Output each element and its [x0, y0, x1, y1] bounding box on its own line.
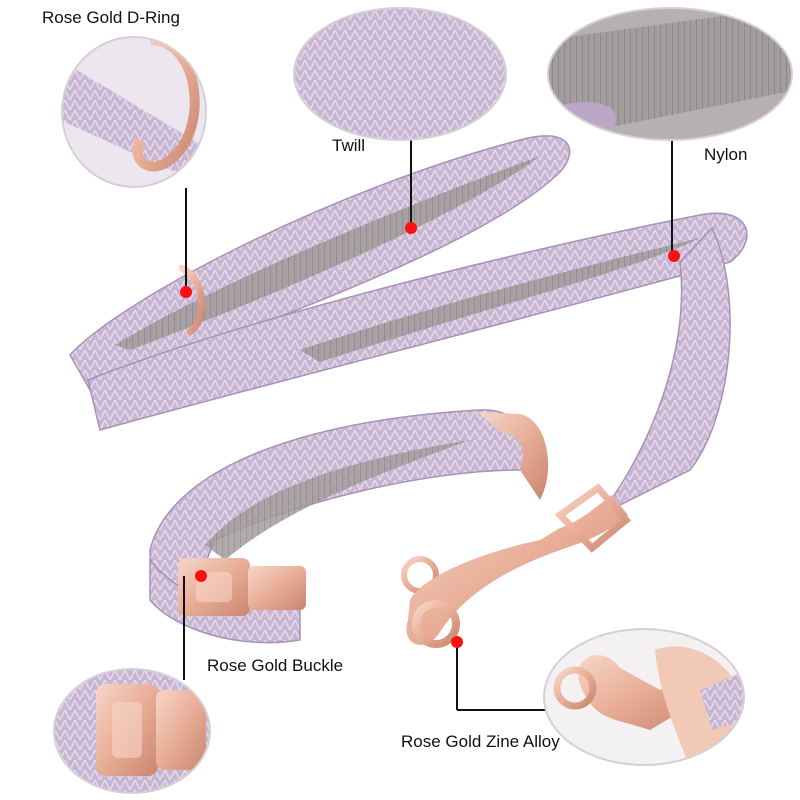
callout-rose-gold-buckle: Rose Gold Buckle: [207, 656, 344, 675]
inset-nylon: [547, 7, 793, 141]
marker-dots: [180, 222, 680, 648]
inset-d-ring: [61, 36, 207, 188]
d-ring-icon: [178, 264, 206, 336]
inset-twill: [293, 7, 507, 141]
inset-alloy-hook: [543, 628, 745, 766]
callout-rose-gold-d-ring: Rose Gold D-Ring: [42, 8, 180, 27]
callout-rose-gold-zinc-alloy: Rose Gold Zine Alloy: [401, 732, 560, 751]
inset-buckle: [53, 668, 211, 794]
leader-lines: [183, 140, 673, 711]
callout-nylon: Nylon: [704, 145, 748, 164]
side-release-buckle-icon: [178, 558, 306, 616]
slide-adjuster: [478, 412, 549, 500]
snap-hook-icon: [401, 483, 632, 648]
callout-twill: Twill: [332, 136, 366, 155]
